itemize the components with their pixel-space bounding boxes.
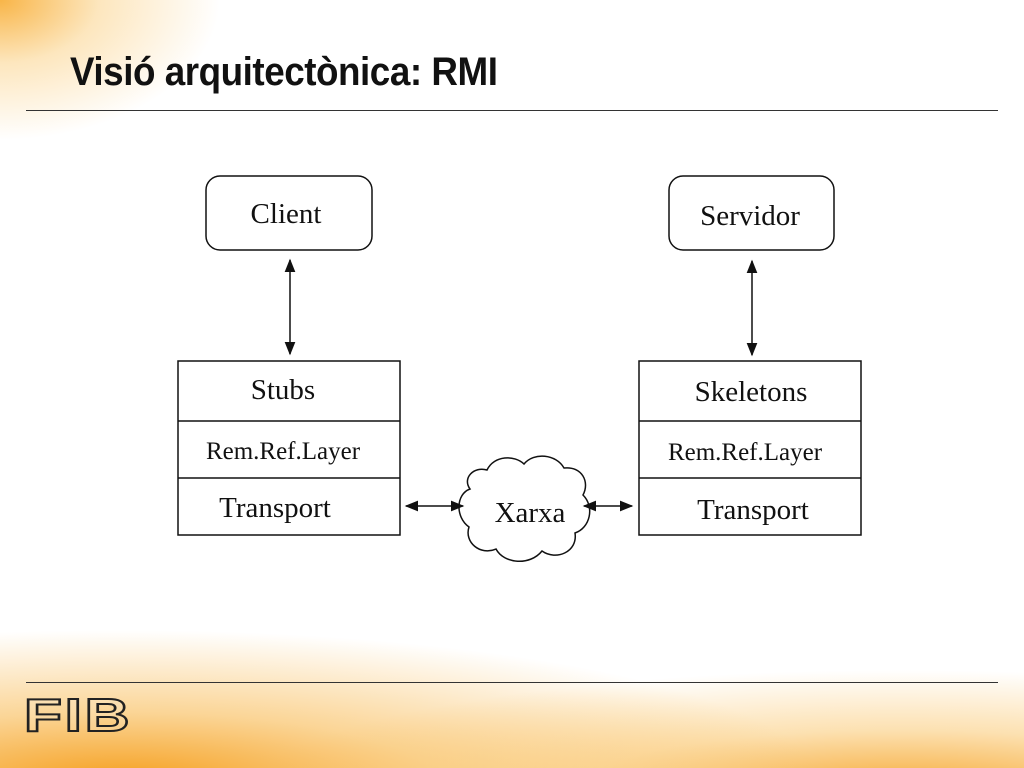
server-remref-layer-label: Rem.Ref.Layer [668, 439, 823, 466]
client-remref-layer-label: Rem.Ref.Layer [206, 438, 361, 465]
skeletons-layer-label: Skeletons [695, 376, 808, 408]
server-layer-stack: Skeletons Rem.Ref.Layer Transport [638, 360, 862, 536]
stubs-layer-label: Stubs [251, 374, 315, 406]
network-label: Xarxa [495, 497, 566, 529]
footer-divider [26, 682, 998, 683]
client-label: Client [251, 198, 322, 230]
fib-logo: FIB [23, 688, 133, 742]
title-divider [26, 110, 998, 111]
client-transport-layer-label: Transport [219, 492, 331, 524]
server-transport-layer-label: Transport [697, 494, 809, 526]
client-layer-stack: Stubs Rem.Ref.Layer Transport [177, 360, 401, 536]
client-node: Client [205, 175, 373, 251]
slide-title: Visió arquitectònica: RMI [70, 50, 498, 94]
server-node: Servidor [668, 175, 835, 251]
server-label: Servidor [700, 200, 800, 232]
network-cloud: Xarxa [458, 455, 591, 562]
